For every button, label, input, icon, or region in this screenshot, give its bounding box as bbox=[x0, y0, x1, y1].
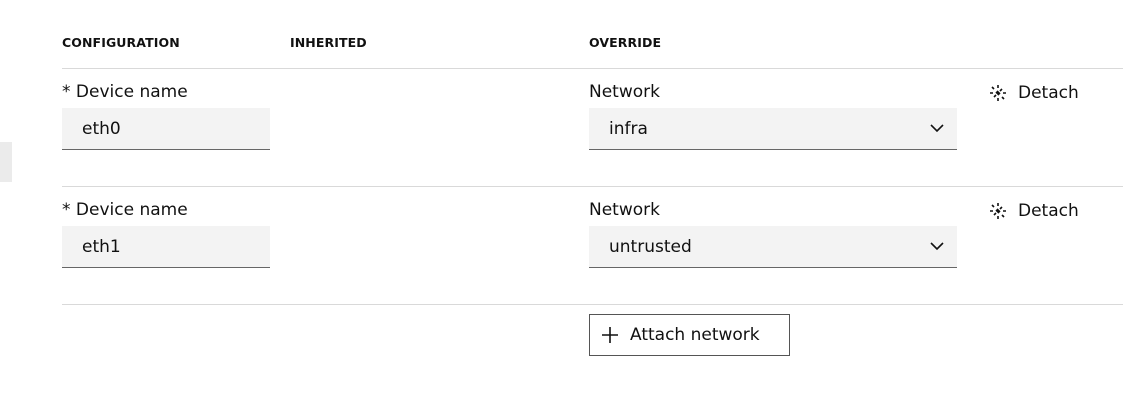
detach-button[interactable]: Detach bbox=[988, 201, 1079, 221]
network-label: Network bbox=[589, 200, 660, 220]
attach-network-button[interactable]: Attach network bbox=[589, 314, 790, 356]
divider bbox=[62, 68, 1123, 69]
network-select[interactable]: untrusted bbox=[589, 226, 957, 268]
plus-icon bbox=[602, 327, 618, 343]
column-header-configuration: CONFIGURATION bbox=[62, 35, 180, 50]
chevron-down-icon bbox=[930, 124, 944, 133]
detach-icon bbox=[990, 85, 1006, 101]
device-name-label: * Device name bbox=[62, 200, 188, 220]
device-name-label: * Device name bbox=[62, 82, 188, 102]
detach-button[interactable]: Detach bbox=[988, 83, 1079, 103]
network-select-value: infra bbox=[609, 119, 648, 139]
chevron-down-icon bbox=[930, 242, 944, 251]
detach-label: Detach bbox=[1018, 201, 1079, 221]
device-name-input[interactable]: eth0 bbox=[62, 108, 270, 150]
network-select-value: untrusted bbox=[609, 237, 692, 257]
network-label: Network bbox=[589, 82, 660, 102]
attach-network-label: Attach network bbox=[630, 325, 760, 345]
column-header-inherited: INHERITED bbox=[290, 35, 367, 50]
divider bbox=[62, 186, 1123, 187]
column-header-override: OVERRIDE bbox=[589, 35, 662, 50]
side-panel-handle[interactable] bbox=[0, 142, 12, 182]
detach-label: Detach bbox=[1018, 83, 1079, 103]
detach-icon bbox=[990, 203, 1006, 219]
network-select[interactable]: infra bbox=[589, 108, 957, 150]
divider bbox=[62, 304, 1123, 305]
device-name-input[interactable]: eth1 bbox=[62, 226, 270, 268]
